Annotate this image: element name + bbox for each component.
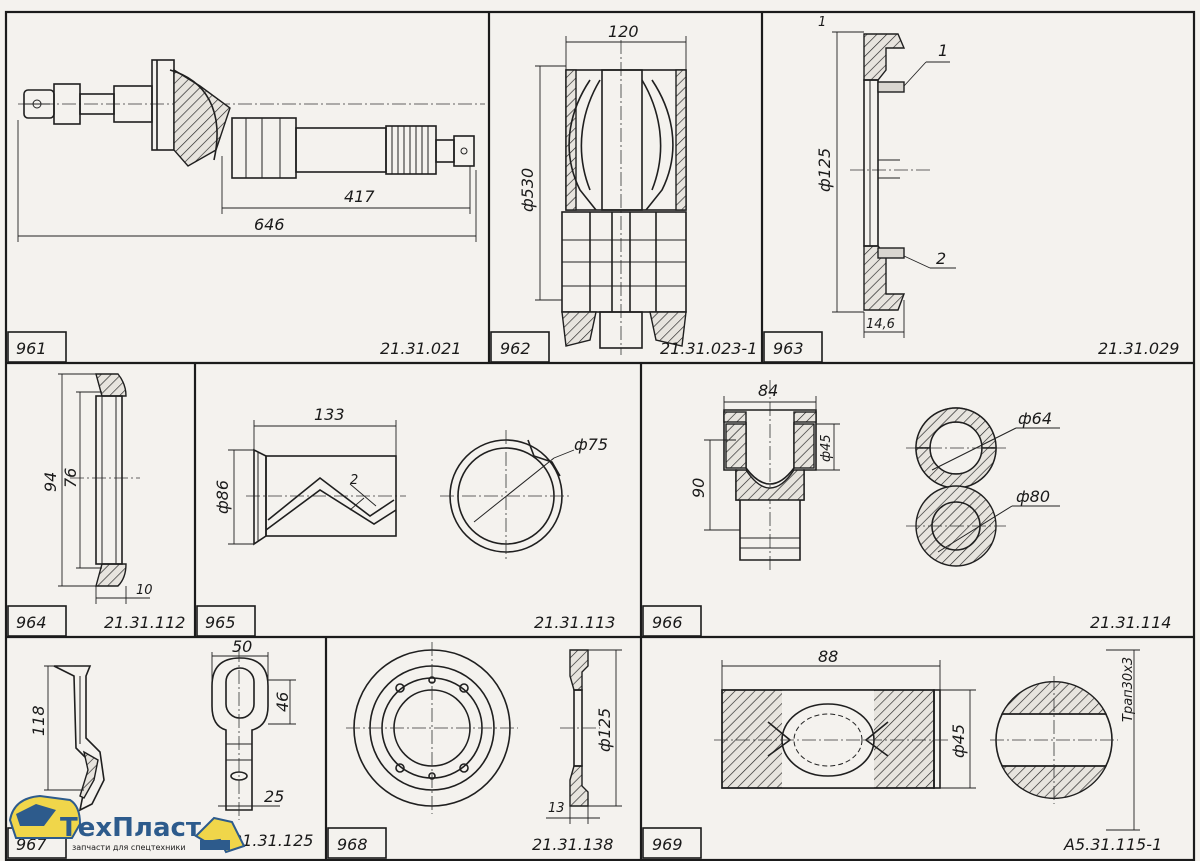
part-code: A5.31.115-1 [1063, 835, 1162, 854]
part-code: 21.31.029 [1098, 339, 1179, 358]
yoke-side-drawing [723, 380, 817, 572]
panel-964: 94 76 10 964 21.31.112 [7, 373, 185, 637]
yoke-end-drawing [906, 407, 1017, 567]
dim-10: 10 [136, 583, 153, 598]
panel-number: 967 [16, 835, 47, 854]
panel-968: ф125 13 968 21.31.138 [327, 642, 622, 859]
lever-side-drawing [53, 665, 105, 812]
callout-1: 1 [938, 41, 948, 60]
dim-13: 13 [548, 801, 565, 816]
dimension-lines [228, 420, 575, 545]
panel-961: 417 646 961 21.31.021 [7, 59, 485, 363]
disc-front-drawing [346, 642, 518, 814]
dim-646: 646 [254, 215, 285, 234]
panel-number: 963 [773, 339, 804, 358]
panel-number-box [763, 331, 823, 363]
dim-94: 94 [41, 472, 60, 492]
dim-2: 2 [350, 473, 358, 488]
dim-46: 46 [273, 692, 292, 712]
panel-number-box [7, 331, 67, 363]
panel-number: 962 [500, 339, 531, 358]
ring-section-drawing [850, 33, 930, 311]
panel-963: 1 ф125 14,6 1 2 963 [763, 15, 1179, 363]
excavator-icon [194, 816, 246, 854]
dimension-lines [58, 373, 150, 604]
dimension-lines [535, 36, 687, 301]
dim-88: 88 [818, 647, 838, 666]
panel-number-box [642, 827, 702, 859]
panel-number: 965 [205, 613, 236, 632]
part-code: 21.31.125 [232, 831, 313, 850]
panel-number: 969 [652, 835, 683, 854]
part-code: 21.31.113 [534, 613, 615, 632]
dim-diameter-86: ф86 [213, 480, 232, 514]
dim-diameter-45: ф45 [949, 724, 968, 758]
dim-diameter-75: ф75 [574, 435, 608, 454]
dim-25: 25 [264, 787, 284, 806]
dim-diameter-530: ф530 [518, 168, 537, 212]
lever-front-drawing [211, 648, 269, 820]
logo-name: ТехПласт [60, 813, 201, 843]
panel-number: 968 [337, 835, 368, 854]
dim-diameter-125: ф125 [595, 708, 614, 752]
logo-tagline: запчасти для спецтехники [72, 843, 186, 852]
part-code: 21.31.138 [532, 835, 613, 854]
dimension-lines [546, 649, 622, 824]
dim-120: 120 [608, 22, 639, 41]
dimension-lines [44, 652, 296, 807]
stray-mark: 1 [818, 15, 826, 30]
callout-2: 2 [936, 249, 946, 268]
disc-section-drawing [560, 649, 600, 807]
panel-number: 961 [16, 339, 47, 358]
dimension-lines [17, 120, 477, 242]
dim-thread-tr30x3: Трап30х3 [1121, 657, 1136, 722]
part-code: 21.31.114 [1090, 613, 1171, 632]
dim-diameter-45: ф45 [819, 434, 834, 462]
dim-133: 133 [314, 405, 345, 424]
panel-969: 88 ф45 Трап30х3 969 A5.31.115-1 [642, 647, 1162, 859]
panel-962: 120 ф530 962 21.31.023-1 [490, 22, 757, 363]
dimension-lines [704, 396, 1060, 531]
nut-block-end-drawing [990, 676, 1118, 804]
panel-number: 966 [652, 613, 683, 632]
panel-number-box [327, 827, 387, 859]
seal-ring-drawing [70, 373, 140, 587]
dimension-lines [721, 649, 1140, 831]
dim-50: 50 [232, 637, 252, 656]
panel-number: 964 [16, 613, 47, 632]
dim-90: 90 [689, 478, 708, 498]
bolt-holes [395, 676, 469, 780]
panel-966: 84 ф45 90 ф64 ф80 966 21.31.114 [642, 380, 1171, 637]
panel-number-box [490, 331, 550, 363]
bellows-drawing [561, 69, 687, 349]
sleeve-end-drawing [440, 430, 572, 562]
dim-84: 84 [758, 381, 778, 400]
truck-icon [8, 794, 82, 839]
dim-417: 417 [344, 187, 375, 206]
nut-block-side-drawing [714, 689, 948, 789]
dim-118: 118 [29, 705, 48, 736]
dim-14-6: 14,6 [866, 317, 895, 332]
dim-diameter-80: ф80 [1016, 487, 1050, 506]
dimension-lines [832, 31, 956, 338]
part-code: 21.31.023-1 [660, 339, 757, 358]
panel-number-box [7, 605, 67, 637]
dim-diameter-125: ф125 [815, 148, 834, 192]
dim-diameter-64: ф64 [1018, 409, 1052, 428]
panel-number-box [642, 605, 702, 637]
sleeve-side-drawing [246, 448, 406, 546]
panel-number-box [196, 605, 256, 637]
part-code: 21.31.112 [104, 613, 185, 632]
panel-grid [4, 10, 1196, 861]
brand-logo: ТехПласт запчасти для спецтехники [8, 794, 246, 854]
part-code: 21.31.021 [380, 339, 461, 358]
panel-965: 133 ф86 2 ф75 965 21.31.113 [196, 405, 615, 637]
dim-76: 76 [61, 468, 80, 488]
shaft-drawing [18, 59, 485, 179]
